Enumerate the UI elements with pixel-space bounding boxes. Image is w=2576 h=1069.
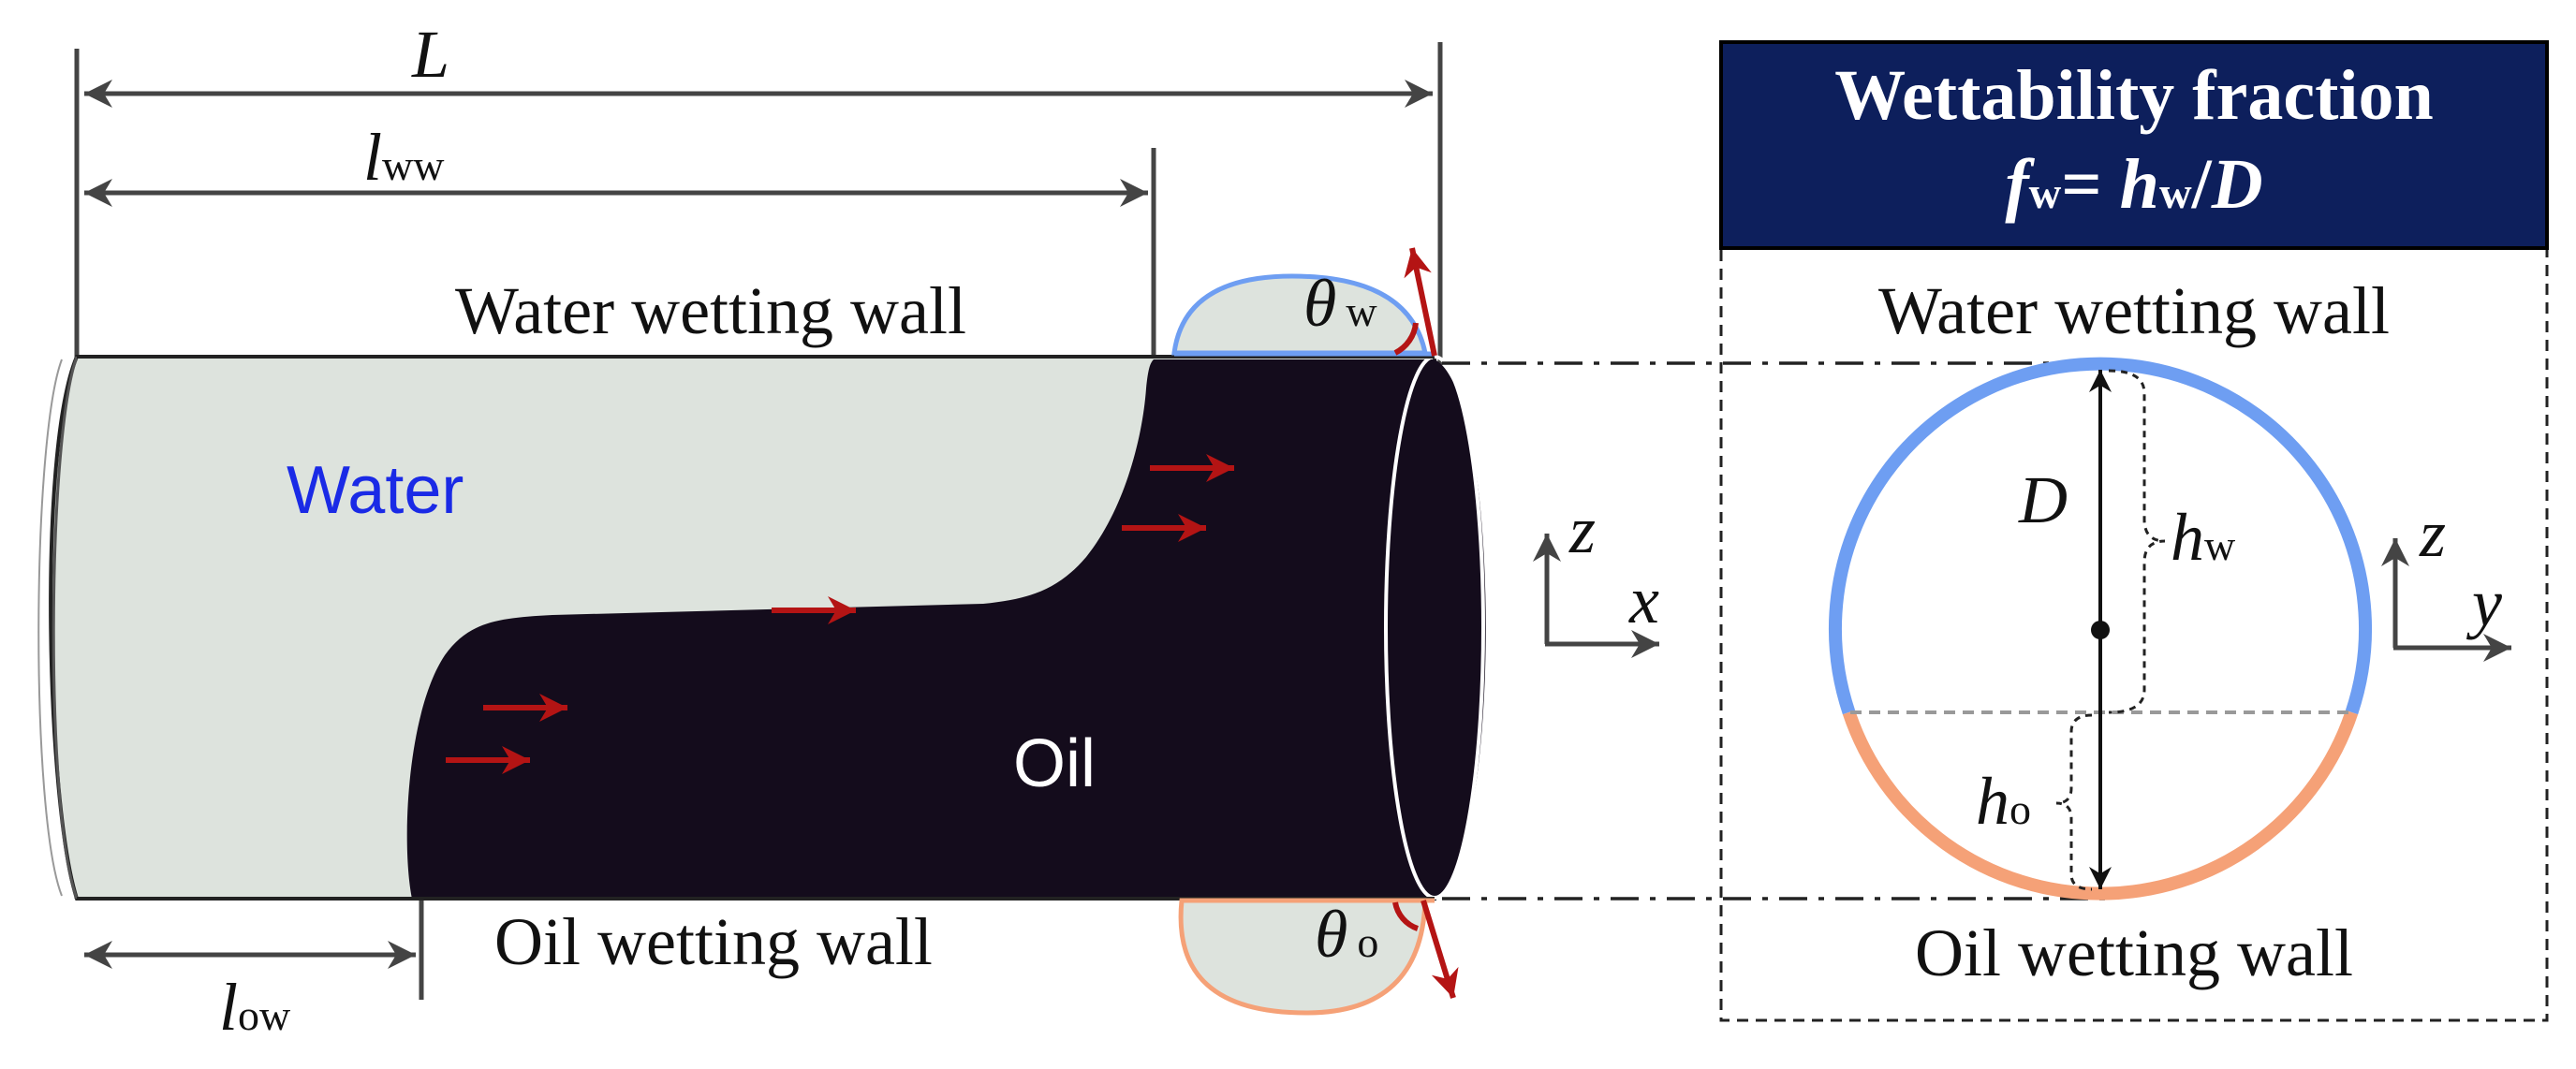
ho-sub: o <box>2009 785 2031 833</box>
contact-angle-arrow <box>1404 247 1437 357</box>
hw-bracket <box>2108 369 2166 714</box>
ho-bracket <box>2055 713 2093 891</box>
formula-f-sub: w <box>2029 168 2062 218</box>
svg-text:lww: lww <box>363 120 445 195</box>
side-axis-z-label: z <box>1568 492 1596 567</box>
dimension-lww-sub: ww <box>382 141 445 189</box>
oil-label: Oil <box>1013 726 1096 801</box>
theta-o-symbol: θ <box>1315 897 1347 972</box>
ho-main: h <box>1976 764 2009 839</box>
dimension-lww: lww <box>84 120 1156 361</box>
hw-sub: w <box>2204 521 2236 569</box>
diameter-label: D <box>2018 462 2068 537</box>
contact-angle-arrow <box>1420 900 1459 999</box>
pipe <box>37 355 1486 901</box>
formula-D: D <box>2211 145 2263 224</box>
panel-header <box>1719 40 2549 250</box>
dimension-low-main: l <box>219 970 238 1045</box>
hw-main: h <box>2171 500 2204 575</box>
svg-text:ho: ho <box>1976 764 2031 839</box>
cross-axis-y-label: y <box>2466 565 2502 640</box>
pipe-bottom-wall-label: Oil wetting wall <box>494 904 933 979</box>
flow-arrows <box>446 454 1234 774</box>
formula-eq: = <box>2061 145 2119 224</box>
oil-wetting-arc <box>1842 710 2359 901</box>
dimension-lww-main: l <box>363 120 382 195</box>
panel-top-wall-label: Water wetting wall <box>1878 273 2390 348</box>
svg-text:θw: θw <box>1303 266 1377 341</box>
theta-w-sub: w <box>1346 287 1377 335</box>
side-view-axes: z x <box>1533 492 1659 658</box>
dimension-low-sub: ow <box>238 991 291 1039</box>
panel-bottom-wall-label: Oil wetting wall <box>1915 915 2353 990</box>
water-label: Water <box>287 453 464 528</box>
water-wetting-arc <box>1829 357 2372 715</box>
theta-w-symbol: θ <box>1303 266 1336 341</box>
svg-text:θo: θo <box>1315 897 1378 972</box>
cross-axis-z-label: z <box>2419 496 2446 571</box>
formula-h: h <box>2120 145 2159 224</box>
cross-section-axes: z y <box>2381 496 2511 662</box>
oil-region <box>406 359 1486 899</box>
panel-title: Wettability fraction <box>1834 56 2434 135</box>
wettability-formula: fw= hw/D <box>2005 145 2262 224</box>
side-axis-x-label: x <box>1628 563 1659 637</box>
theta-o-sub: o <box>1357 918 1378 966</box>
dimension-low: low <box>84 899 424 1045</box>
svg-text:low: low <box>219 970 291 1045</box>
formula-h-sub: w <box>2159 168 2192 218</box>
cross-section-panel: Wettability fraction fw= hw/D Water wett… <box>1719 40 2549 1022</box>
svg-text:hw: hw <box>2171 500 2236 575</box>
pipe-top-wall-label: Water wetting wall <box>455 273 966 348</box>
dimension-L-label: L <box>411 17 449 92</box>
center-point <box>2091 621 2110 639</box>
formula-slash: / <box>2191 145 2213 224</box>
pipe-left-rim <box>52 356 79 900</box>
